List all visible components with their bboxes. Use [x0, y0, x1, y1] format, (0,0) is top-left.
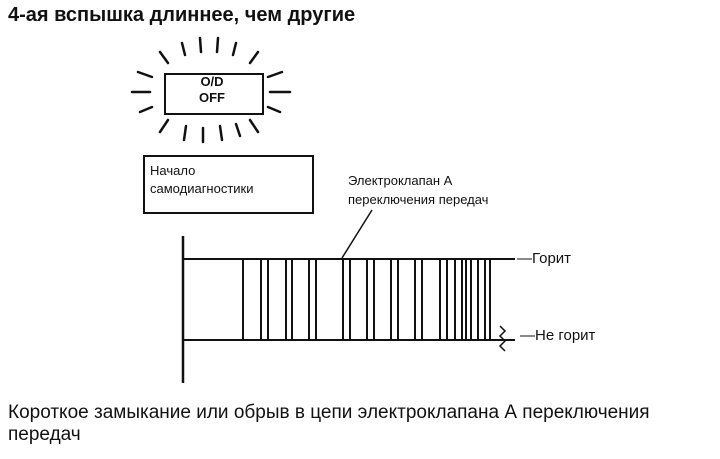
self-diagnosis-start-box	[143, 155, 314, 214]
diagnostic-heading: 4-ая вспышка длиннее, чем другие	[8, 4, 356, 26]
on-level-label: —Горит	[517, 250, 572, 267]
valve-label-line-1: Электроклапан А	[348, 173, 453, 188]
indicator-glow-rays	[130, 36, 292, 144]
indicator-line-1: O/D	[200, 74, 224, 89]
blink-pulses	[242, 259, 491, 340]
off-level-marker	[498, 325, 507, 352]
valve-label-leader	[341, 209, 373, 259]
off-level-label: —Не горит	[520, 327, 596, 344]
start-line-2: самодиагностики	[150, 181, 254, 196]
valve-label: Электроклапан А переключения передач	[348, 171, 488, 209]
od-off-indicator-text: O/D OFF	[164, 74, 260, 106]
valve-label-line-2: переключения передач	[348, 192, 489, 207]
indicator-line-2: OFF	[199, 90, 225, 105]
fault-description: Короткое замыкание или обрыв в цепи элек…	[8, 402, 650, 445]
self-diagnosis-start-text: Начало самодиагностики	[150, 162, 254, 198]
od-off-indicator	[164, 73, 264, 115]
start-line-1: Начало	[150, 163, 196, 178]
